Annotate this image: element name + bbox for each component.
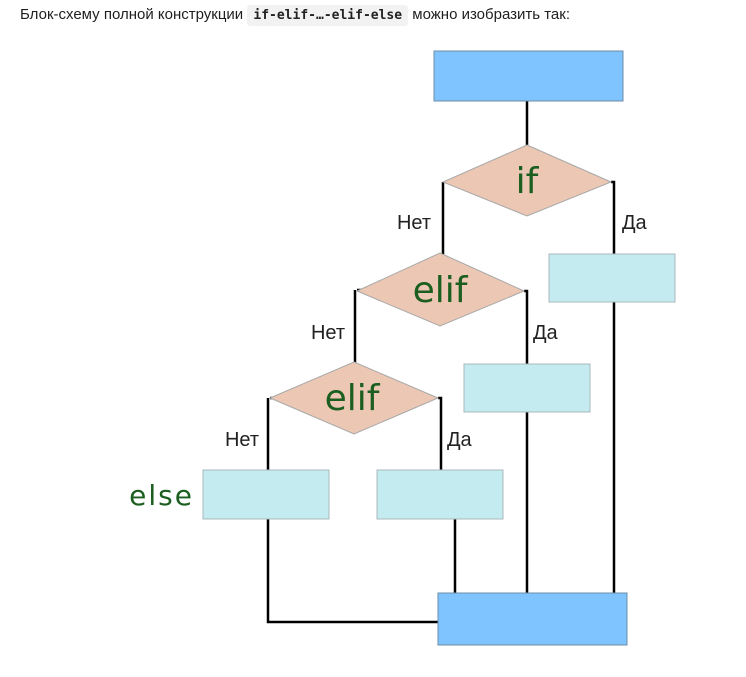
action-box-if-yes (548, 253, 676, 303)
intro-text-before: Блок-схему полной конструкции (20, 6, 244, 23)
elif-label-2: elif (325, 378, 381, 419)
no-label-if: Нет (397, 212, 431, 234)
yes-label-elif1: Да (533, 322, 559, 344)
start-box (433, 50, 624, 102)
elif-diamond-1 (355, 252, 526, 327)
action-box-else (202, 469, 330, 520)
no-label-elif1: Нет (311, 322, 345, 344)
action-box-elif2-yes (376, 469, 504, 520)
intro-text: Блок-схему полной конструкции if-elif-…-… (20, 5, 570, 26)
line-elif2-yes (438, 396, 443, 470)
yes-label-if: Да (622, 212, 648, 234)
action-box-elif1-yes (463, 363, 591, 413)
elif-label-1: elif (413, 270, 469, 311)
inline-code: if-elif-…-elif-else (247, 5, 409, 26)
if-label: if (516, 161, 540, 202)
line-else-to-end (266, 519, 438, 624)
end-box (437, 592, 628, 646)
no-label-elif2: Нет (225, 429, 259, 451)
elif-diamond-2 (268, 361, 440, 435)
if-diamond (441, 144, 613, 217)
else-label: else (129, 479, 194, 512)
yes-label-elif2: Да (447, 429, 473, 451)
intro-text-after: можно изобразить так: (412, 6, 570, 23)
line-elif1-yes (524, 289, 529, 364)
line-if-yes (611, 180, 616, 254)
